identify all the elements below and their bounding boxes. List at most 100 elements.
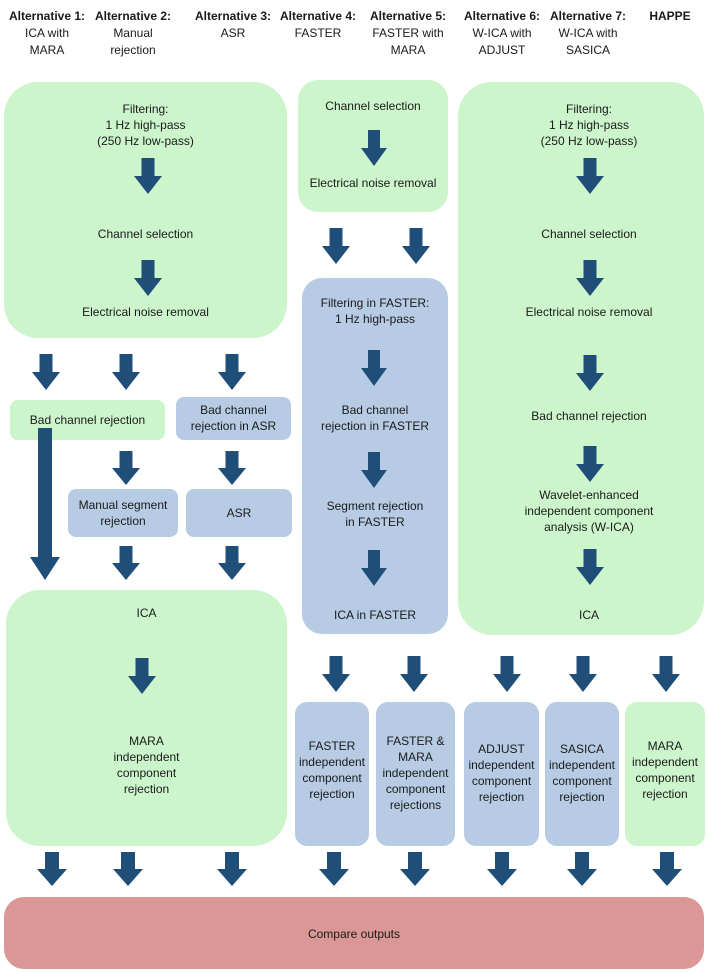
arrow-down-icon bbox=[112, 354, 140, 390]
happe-mara-component-box bbox=[625, 702, 705, 846]
column-header-title: Alternative 1: bbox=[8, 9, 86, 23]
arrow-down-icon bbox=[487, 852, 517, 886]
mid-channel-selection: Channel selection bbox=[325, 99, 421, 113]
arrow-down-icon bbox=[112, 546, 140, 580]
column-header-subtitle: MARA bbox=[390, 43, 426, 57]
arrow-down-icon bbox=[567, 852, 597, 886]
column-header-subtitle: FASTER with bbox=[372, 26, 444, 40]
arrow-down-icon bbox=[576, 158, 604, 194]
column-header-subtitle: Manual bbox=[113, 26, 153, 40]
arrow-down-icon bbox=[361, 350, 387, 386]
arrow-down-icon bbox=[37, 852, 67, 886]
right-noise-removal: Electrical noise removal bbox=[525, 305, 653, 319]
bad-channel-rejection-box bbox=[10, 400, 165, 440]
arrow-down-icon bbox=[134, 158, 162, 194]
right-ica: ICA bbox=[578, 608, 599, 622]
asr-bad-channel-box bbox=[176, 397, 291, 440]
column-header: Alternative 2: Manual rejection bbox=[89, 8, 177, 59]
left-channel-selection: Channel selection bbox=[97, 227, 194, 241]
arrow-down-icon bbox=[576, 446, 604, 482]
arrow-down-icon bbox=[576, 549, 604, 585]
long-arrow-down-icon bbox=[30, 428, 60, 580]
arrow-down-icon bbox=[400, 852, 430, 886]
asr-label: ASR bbox=[226, 506, 252, 520]
arrow-down-icon bbox=[322, 656, 350, 692]
column-header-title: Alternative 4: bbox=[279, 9, 357, 23]
arrow-down-icon bbox=[217, 852, 247, 886]
column-header-subtitle: ADJUST bbox=[478, 43, 526, 57]
mid-noise-removal: Electrical noise removal bbox=[309, 176, 437, 190]
ica-label: ICA bbox=[136, 606, 157, 620]
column-header-title: Alternative 5: bbox=[369, 9, 447, 23]
bad-channel-rejection-label: Bad channel rejection bbox=[29, 413, 146, 427]
right-preprocessing-box bbox=[458, 82, 704, 635]
arrow-down-icon bbox=[576, 260, 604, 296]
arrow-down-icon bbox=[32, 354, 60, 390]
adjust-component-box bbox=[464, 702, 539, 846]
column-header-subtitle: ASR bbox=[220, 26, 246, 40]
arrow-down-icon bbox=[218, 546, 246, 580]
column-header-subtitle: SASICA bbox=[565, 43, 610, 57]
column-header-title: Alternative 2: bbox=[94, 9, 172, 23]
arrow-down-icon bbox=[322, 228, 350, 264]
arrow-down-icon bbox=[361, 130, 387, 166]
faster-ica-text: ICA in FASTER bbox=[333, 608, 417, 622]
left-preprocessing-box bbox=[4, 82, 287, 338]
right-bad-channel-rejection: Bad channel rejection bbox=[531, 409, 647, 423]
right-channel-selection: Channel selection bbox=[541, 227, 637, 241]
arrow-down-icon bbox=[218, 451, 246, 485]
faster-filtering-text: Filtering in FASTER:1 Hz high-pass bbox=[320, 296, 430, 326]
arrow-down-icon bbox=[361, 550, 387, 586]
arrow-down-icon bbox=[112, 451, 140, 485]
arrow-down-icon bbox=[128, 658, 156, 694]
column-header: HAPPE bbox=[640, 8, 700, 25]
arrow-down-icon bbox=[493, 656, 521, 692]
right-filtering-text: Filtering:1 Hz high-pass(250 Hz low-pass… bbox=[540, 102, 638, 148]
column-header: Alternative 4: FASTER bbox=[276, 8, 360, 42]
column-header-subtitle: FASTER bbox=[294, 26, 342, 40]
compare-outputs-box bbox=[4, 897, 704, 969]
arrow-down-icon bbox=[319, 852, 349, 886]
arrow-down-icon bbox=[652, 656, 680, 692]
asr-box bbox=[186, 489, 292, 537]
arrow-down-icon bbox=[113, 852, 143, 886]
arrow-down-icon bbox=[569, 656, 597, 692]
arrow-down-icon bbox=[134, 260, 162, 296]
column-header-subtitle: rejection bbox=[110, 43, 156, 57]
arrow-down-icon bbox=[400, 656, 428, 692]
column-header-subtitle: MARA bbox=[29, 43, 65, 57]
faster-mara-component-box bbox=[376, 702, 455, 846]
column-header-subtitle: W-ICA with bbox=[558, 26, 618, 40]
compare-outputs-label: Compare outputs bbox=[307, 927, 401, 941]
column-header-title: Alternative 6: bbox=[463, 9, 541, 23]
sasica-component-box bbox=[545, 702, 619, 846]
faster-component-box bbox=[295, 702, 369, 846]
column-header-subtitle: ICA with bbox=[24, 26, 69, 40]
column-header-subtitle: W-ICA with bbox=[472, 26, 532, 40]
arrow-down-icon bbox=[402, 228, 430, 264]
column-header-title: Alternative 3: bbox=[194, 9, 272, 23]
arrow-down-icon bbox=[361, 452, 387, 488]
column-header-title: Alternative 7: bbox=[549, 9, 627, 23]
left-filtering-text: Filtering:1 Hz high-pass(250 Hz low-pass… bbox=[97, 102, 194, 148]
ica-mara-box bbox=[6, 590, 287, 846]
manual-segment-box bbox=[68, 489, 178, 537]
arrow-down-icon bbox=[652, 852, 682, 886]
column-header: Alternative 3: ASR bbox=[193, 8, 273, 42]
arrow-down-icon bbox=[576, 355, 604, 391]
